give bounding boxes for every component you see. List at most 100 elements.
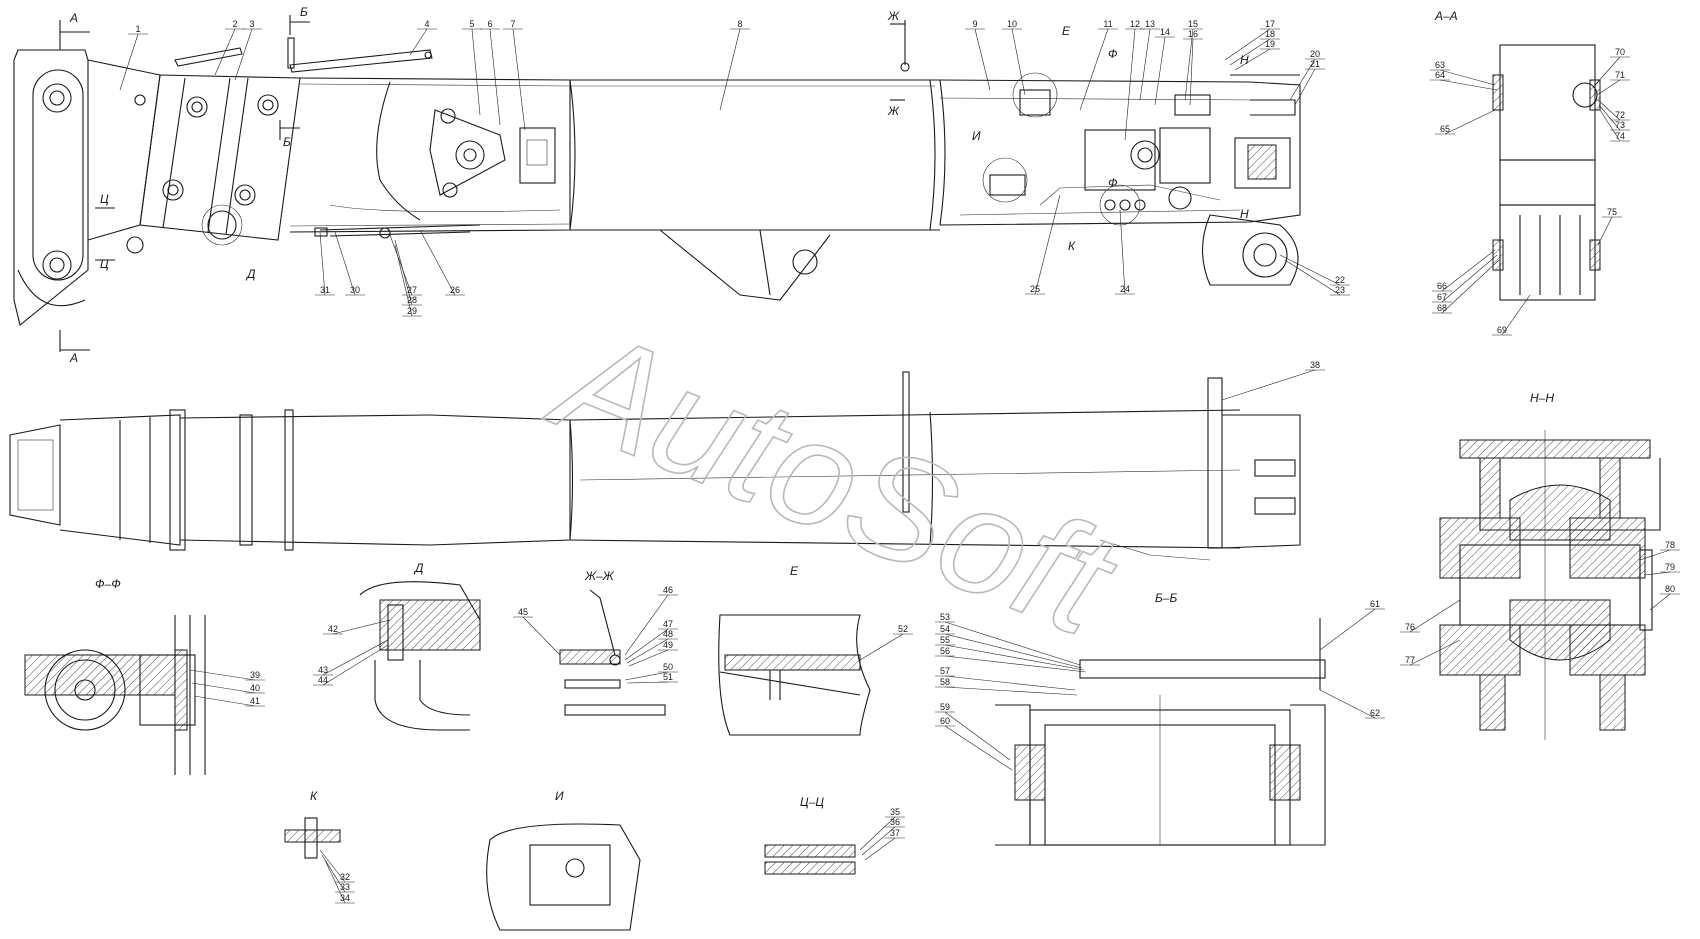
callout-number: 12 [1130, 19, 1140, 29]
callout-number: 72 [1615, 110, 1625, 120]
callout-number: 7 [510, 19, 515, 29]
callout-number: 49 [663, 640, 673, 650]
callout-number: 68 [1437, 303, 1447, 313]
callout-34: 34 [324, 859, 355, 904]
callout-number: 43 [318, 665, 328, 675]
callout-19: 19 [1234, 39, 1280, 71]
callout-leader-line [1279, 254, 1341, 286]
callout-number: 50 [663, 662, 673, 672]
callout-66: 66 [1432, 249, 1496, 292]
view-title: Н–Н [1530, 391, 1554, 405]
callout-number: 14 [1160, 27, 1170, 37]
callout-number: 19 [1265, 39, 1275, 49]
callout-71: 71 [1596, 70, 1630, 96]
callout-number: 2 [232, 19, 237, 29]
callout-number: 40 [250, 683, 260, 693]
callout-number: 66 [1437, 281, 1447, 291]
callout-leader-line [624, 594, 669, 656]
view-title: Ц–Ц [800, 795, 824, 809]
view-nn: Н–Н [1439, 391, 1661, 740]
callout-number: 69 [1497, 325, 1507, 335]
callout-number: 18 [1265, 29, 1275, 39]
callout-leader-line [1139, 28, 1151, 101]
callout-51: 51 [626, 672, 678, 684]
callout-30: 30 [334, 231, 365, 296]
callout-number: 8 [737, 19, 742, 29]
callout-79: 79 [1644, 562, 1680, 576]
callout-11: 11 [1079, 19, 1118, 111]
view-i: И [486, 789, 641, 931]
callout-number: 47 [663, 619, 673, 629]
callout-leader-line [628, 649, 669, 667]
callout-leader-line [1189, 38, 1194, 106]
callout-number: 57 [940, 666, 950, 676]
callout-leader-line [512, 28, 526, 131]
callout-leader-line [1598, 104, 1621, 131]
callout-number: 73 [1615, 120, 1625, 130]
callout-leader-line [214, 28, 236, 76]
view-k: К [284, 789, 341, 859]
callout-2: 2 [214, 19, 245, 76]
callout-leader-line [944, 633, 1083, 669]
view-title: Е [790, 564, 799, 578]
callout-35: 35 [859, 807, 905, 851]
callout-36: 36 [861, 817, 905, 856]
callout-number: 4 [424, 19, 429, 29]
callout-leader-line [1439, 79, 1498, 91]
callout-15: 15 [1183, 19, 1203, 101]
callout-number: 74 [1615, 131, 1625, 141]
callout-number: 35 [890, 807, 900, 817]
callout-74: 74 [1599, 109, 1630, 142]
callout-12: 12 [1124, 19, 1145, 141]
callout-25: 25 [1025, 194, 1061, 295]
callout-leader-line [626, 638, 669, 664]
callout-59: 59 [935, 702, 1011, 761]
callout-leader-line [1229, 38, 1271, 66]
callout-72: 72 [1597, 99, 1630, 121]
callout-number: 26 [450, 285, 460, 295]
callout-leader-line [859, 816, 896, 851]
callout-58: 58 [935, 677, 1078, 696]
callout-leader-line [1154, 36, 1166, 106]
callout-number: 54 [940, 624, 950, 634]
callout-44: 44 [313, 644, 389, 686]
callout-number: 38 [1310, 360, 1320, 370]
section-label: Ц [100, 257, 109, 271]
callout-number: 21 [1310, 59, 1320, 69]
callout-21: 21 [1294, 59, 1325, 106]
callout-leader-line [624, 671, 669, 681]
callout-number: 20 [1310, 49, 1320, 59]
callout-leader-line [334, 231, 356, 296]
callout-57: 57 [935, 666, 1076, 691]
callout-leader-line [974, 28, 991, 91]
callout-number: 53 [940, 612, 950, 622]
callout-67: 67 [1432, 254, 1498, 303]
callout-leader-line [322, 644, 389, 686]
callout-number: 32 [340, 872, 350, 882]
callout-60: 60 [935, 716, 1013, 771]
section-label: Б [283, 135, 291, 149]
callout-leader-line [394, 239, 413, 306]
callout-23: 23 [1284, 259, 1350, 296]
callout-leader-line [489, 28, 501, 126]
callout-leader-line [1409, 639, 1461, 666]
callout-leader-line [419, 229, 456, 296]
section-label: Ж [887, 9, 900, 23]
view-ff: Ф–Ф [24, 577, 206, 775]
callout-leader-line [1034, 194, 1061, 295]
callout-leader-line [394, 244, 413, 317]
section-label: А [69, 11, 78, 25]
callout-leader-line [191, 682, 256, 694]
section-label: Д [245, 267, 256, 281]
callout-77: 77 [1400, 639, 1461, 666]
callout-leader-line [1596, 79, 1621, 96]
callout-number: 56 [940, 646, 950, 656]
callout-leader-line [319, 231, 326, 296]
callout-number: 60 [940, 716, 950, 726]
callout-14: 14 [1154, 27, 1175, 106]
callout-42: 42 [323, 619, 391, 635]
callout-leader-line [1441, 254, 1498, 303]
view-tsts: Ц–Ц [764, 795, 856, 875]
section-label: Ф [1108, 47, 1118, 61]
